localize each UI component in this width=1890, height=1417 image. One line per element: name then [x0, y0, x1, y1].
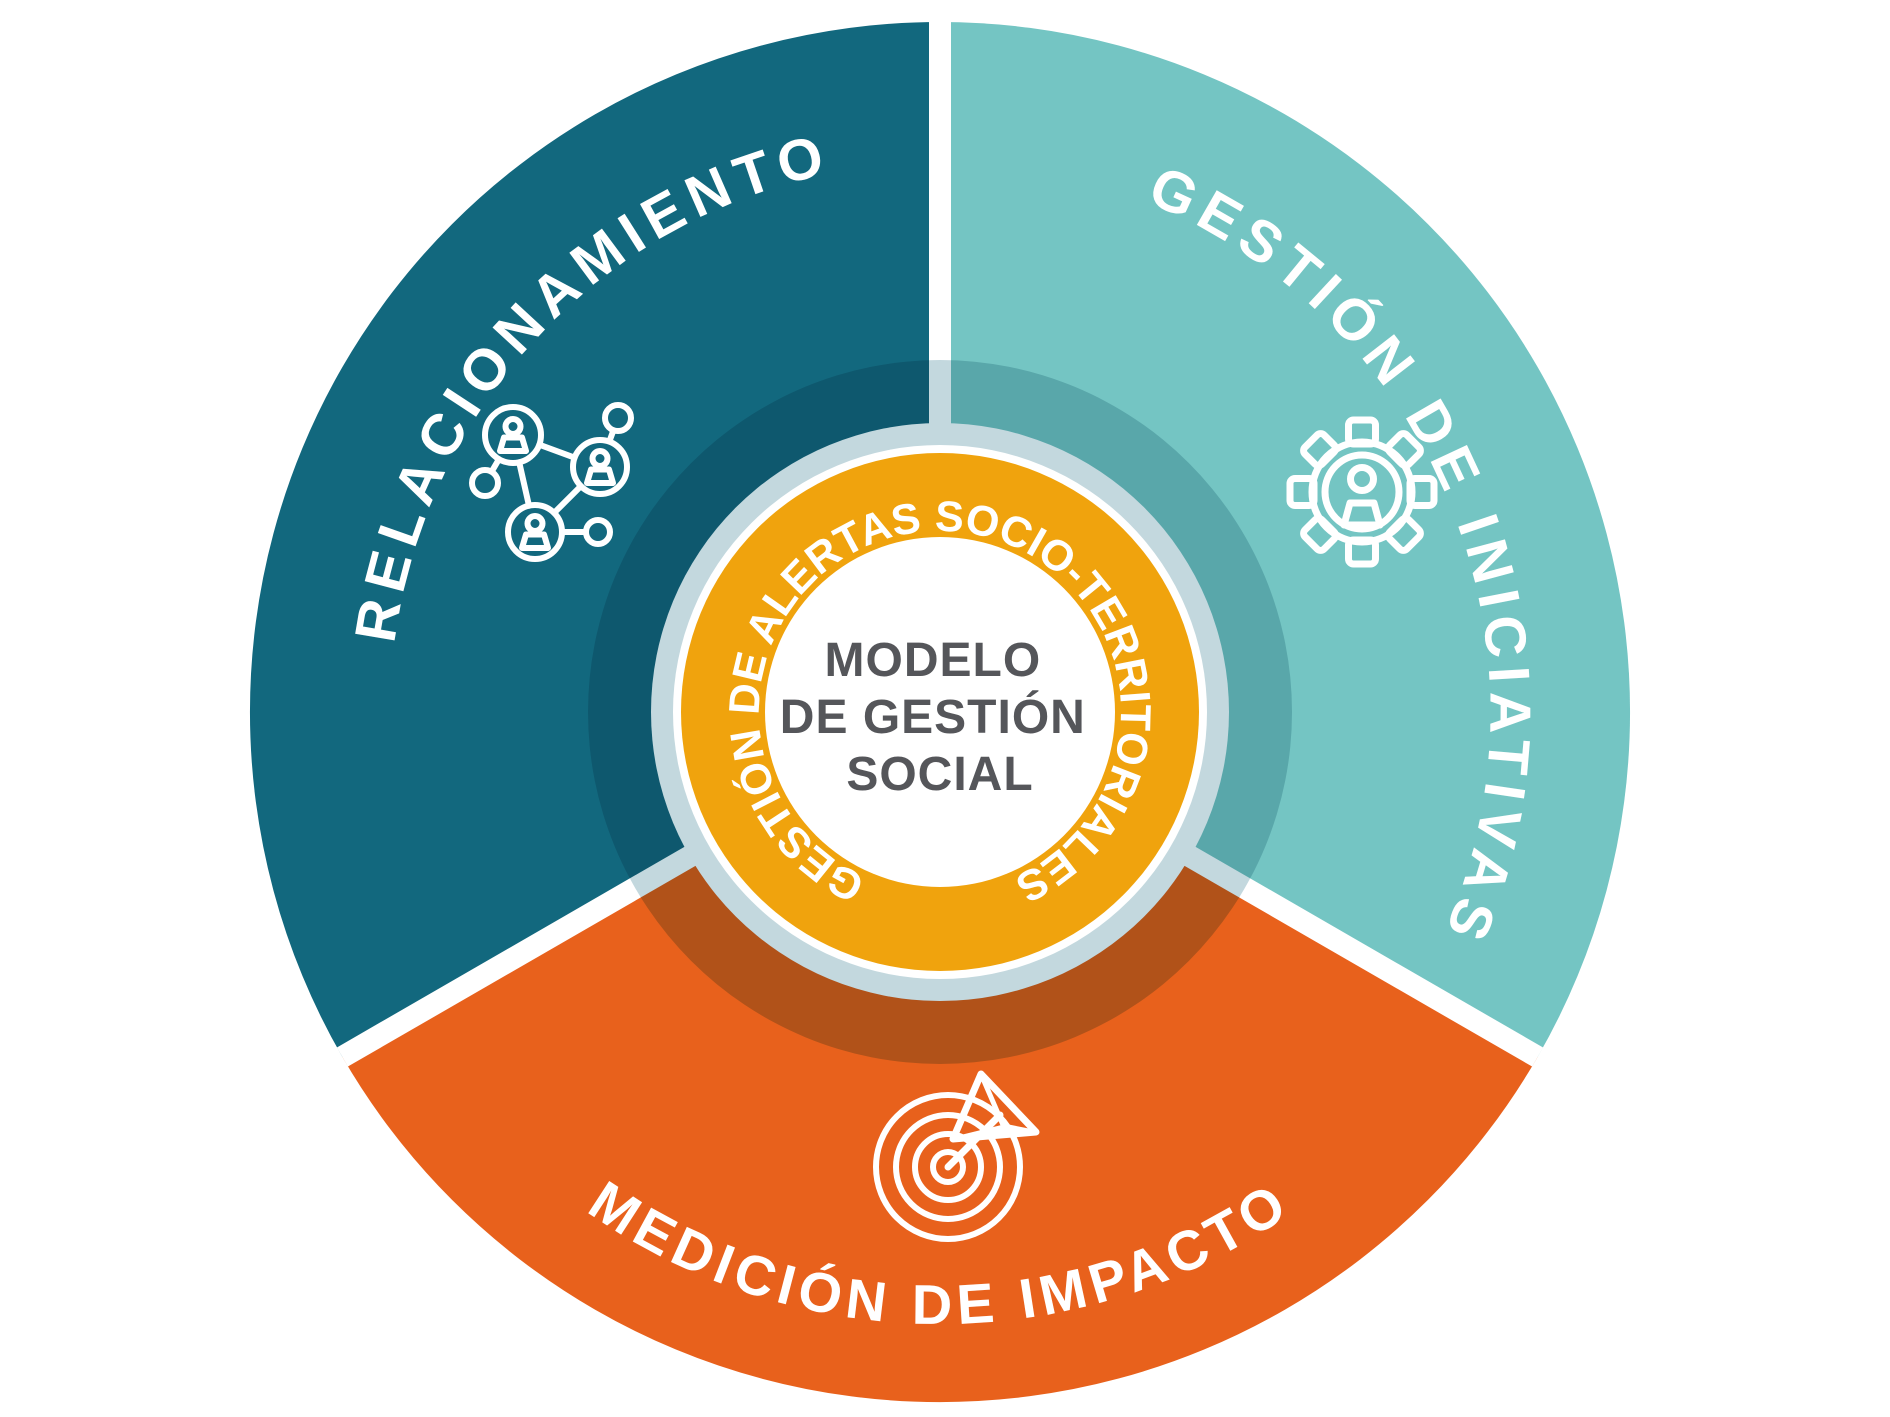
model-title-line2: DE GESTIÓN — [780, 689, 1086, 744]
people-network-icon — [469, 402, 634, 562]
target-rings — [873, 1092, 1023, 1242]
target-dart-icon — [873, 1070, 1040, 1242]
dart-arrow — [944, 1070, 1040, 1171]
model-title-line1: MODELO — [825, 634, 1042, 687]
badge-center-circle — [765, 537, 1115, 887]
gear-person-icon — [1286, 416, 1438, 568]
gear-body — [1308, 438, 1416, 546]
model-title-line3: SOCIAL — [846, 748, 1033, 801]
model-title: MODELO DE GESTIÓN SOCIAL — [780, 634, 1100, 801]
